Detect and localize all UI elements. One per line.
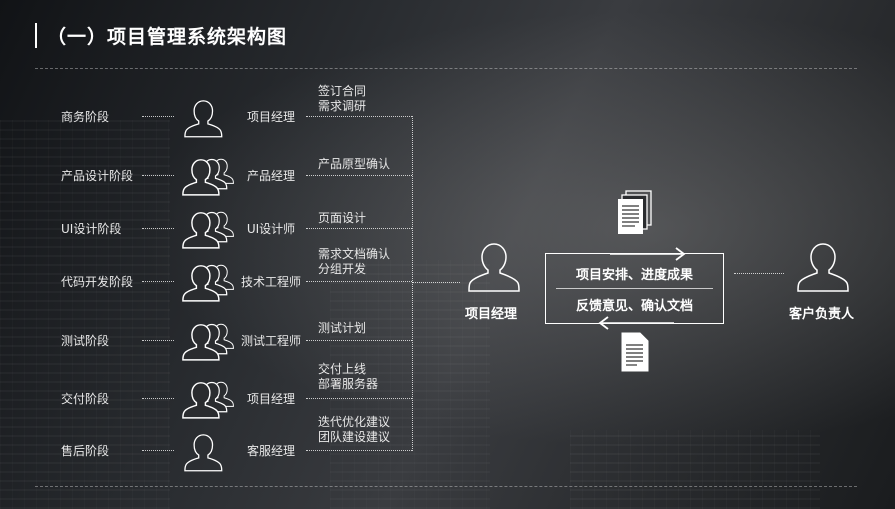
task-label: 迭代优化建议团队建设建议: [318, 415, 390, 445]
person-icon: [797, 243, 849, 292]
task-label: 需求文档确认分组开发: [318, 247, 390, 277]
stage-label: 代码开发阶段: [61, 275, 134, 289]
stage-connector-line: [142, 116, 174, 117]
client-label: 客户负责人: [789, 307, 855, 322]
role-label: UI设计师: [246, 222, 296, 236]
single-person-icon: [184, 434, 223, 472]
stage-label: 商务阶段: [61, 110, 110, 124]
center-label: 项目经理: [465, 307, 518, 322]
role-label: 产品经理: [246, 169, 295, 183]
task-line: 部署服务器: [318, 377, 379, 391]
group-icon: [182, 158, 234, 196]
group-icon: [182, 264, 234, 302]
stage-label: 产品设计阶段: [61, 169, 134, 183]
task-label: 页面设计: [318, 211, 366, 226]
task-line: 交付上线: [318, 362, 367, 376]
role-label: 测试工程师: [241, 334, 302, 348]
role-connector-line: [306, 116, 412, 117]
flow-box: 项目安排、进度成果 反馈意见、确认文档: [545, 253, 724, 324]
stage-connector-line: [142, 228, 174, 229]
task-label: 签订合同需求调研: [318, 84, 366, 114]
task-label: 测试计划: [318, 321, 366, 336]
client-connector-line: [734, 273, 784, 274]
background-building-center: [330, 260, 490, 509]
role-connector-line: [306, 398, 412, 399]
task-line: 签订合同: [318, 84, 367, 98]
group-icon: [182, 381, 234, 419]
arrow-right-icon: [610, 247, 686, 261]
task-line: 分组开发: [318, 262, 367, 276]
collector-line: [412, 116, 413, 451]
task-line: 团队建设建议: [318, 430, 391, 444]
role-connector-line: [306, 175, 412, 176]
task-line: 迭代优化建议: [318, 415, 391, 429]
role-label: 客服经理: [246, 444, 295, 458]
task-line: 需求文档确认: [318, 247, 391, 261]
role-connector-line: [306, 340, 412, 341]
document-icon: [621, 332, 649, 372]
stage-label: 交付阶段: [61, 392, 110, 406]
stage-connector-line: [142, 281, 174, 282]
task-line: 产品原型确认: [318, 157, 391, 171]
bottom-divider: [35, 486, 857, 487]
flow-bottom-text: 反馈意见、确认文档: [575, 299, 693, 314]
stage-connector-line: [142, 175, 174, 176]
flow-divider: [556, 288, 713, 289]
task-line: 需求调研: [318, 99, 367, 113]
flow-top-text: 项目安排、进度成果: [575, 268, 693, 283]
role-connector-line: [306, 228, 412, 229]
group-icon: [182, 323, 234, 361]
group-icon: [182, 211, 234, 249]
single-person-icon: [184, 100, 223, 138]
role-label: 项目经理: [246, 392, 295, 406]
stage-connector-line: [142, 398, 174, 399]
role-label: 项目经理: [246, 110, 295, 124]
person-icon: [468, 243, 520, 292]
stage-label: 售后阶段: [61, 444, 110, 458]
task-label: 交付上线部署服务器: [318, 362, 378, 392]
task-line: 页面设计: [318, 211, 367, 225]
document-stack-icon: [618, 190, 652, 234]
role-connector-line: [306, 281, 412, 282]
page-title: （一）项目管理系统架构图: [47, 26, 288, 48]
task-label: 产品原型确认: [318, 157, 390, 172]
background-building-left: [0, 120, 170, 509]
role-connector-line: [306, 450, 412, 451]
collector-to-pm-line: [412, 282, 460, 283]
stage-label: 测试阶段: [61, 334, 110, 348]
background-building-right: [570, 430, 820, 509]
stage-connector-line: [142, 340, 174, 341]
task-line: 测试计划: [318, 321, 367, 335]
title-accent-bar: [35, 23, 37, 48]
top-divider: [35, 68, 857, 69]
stage-connector-line: [142, 450, 174, 451]
role-label: 技术工程师: [241, 275, 302, 289]
stage-label: UI设计阶段: [61, 222, 122, 236]
